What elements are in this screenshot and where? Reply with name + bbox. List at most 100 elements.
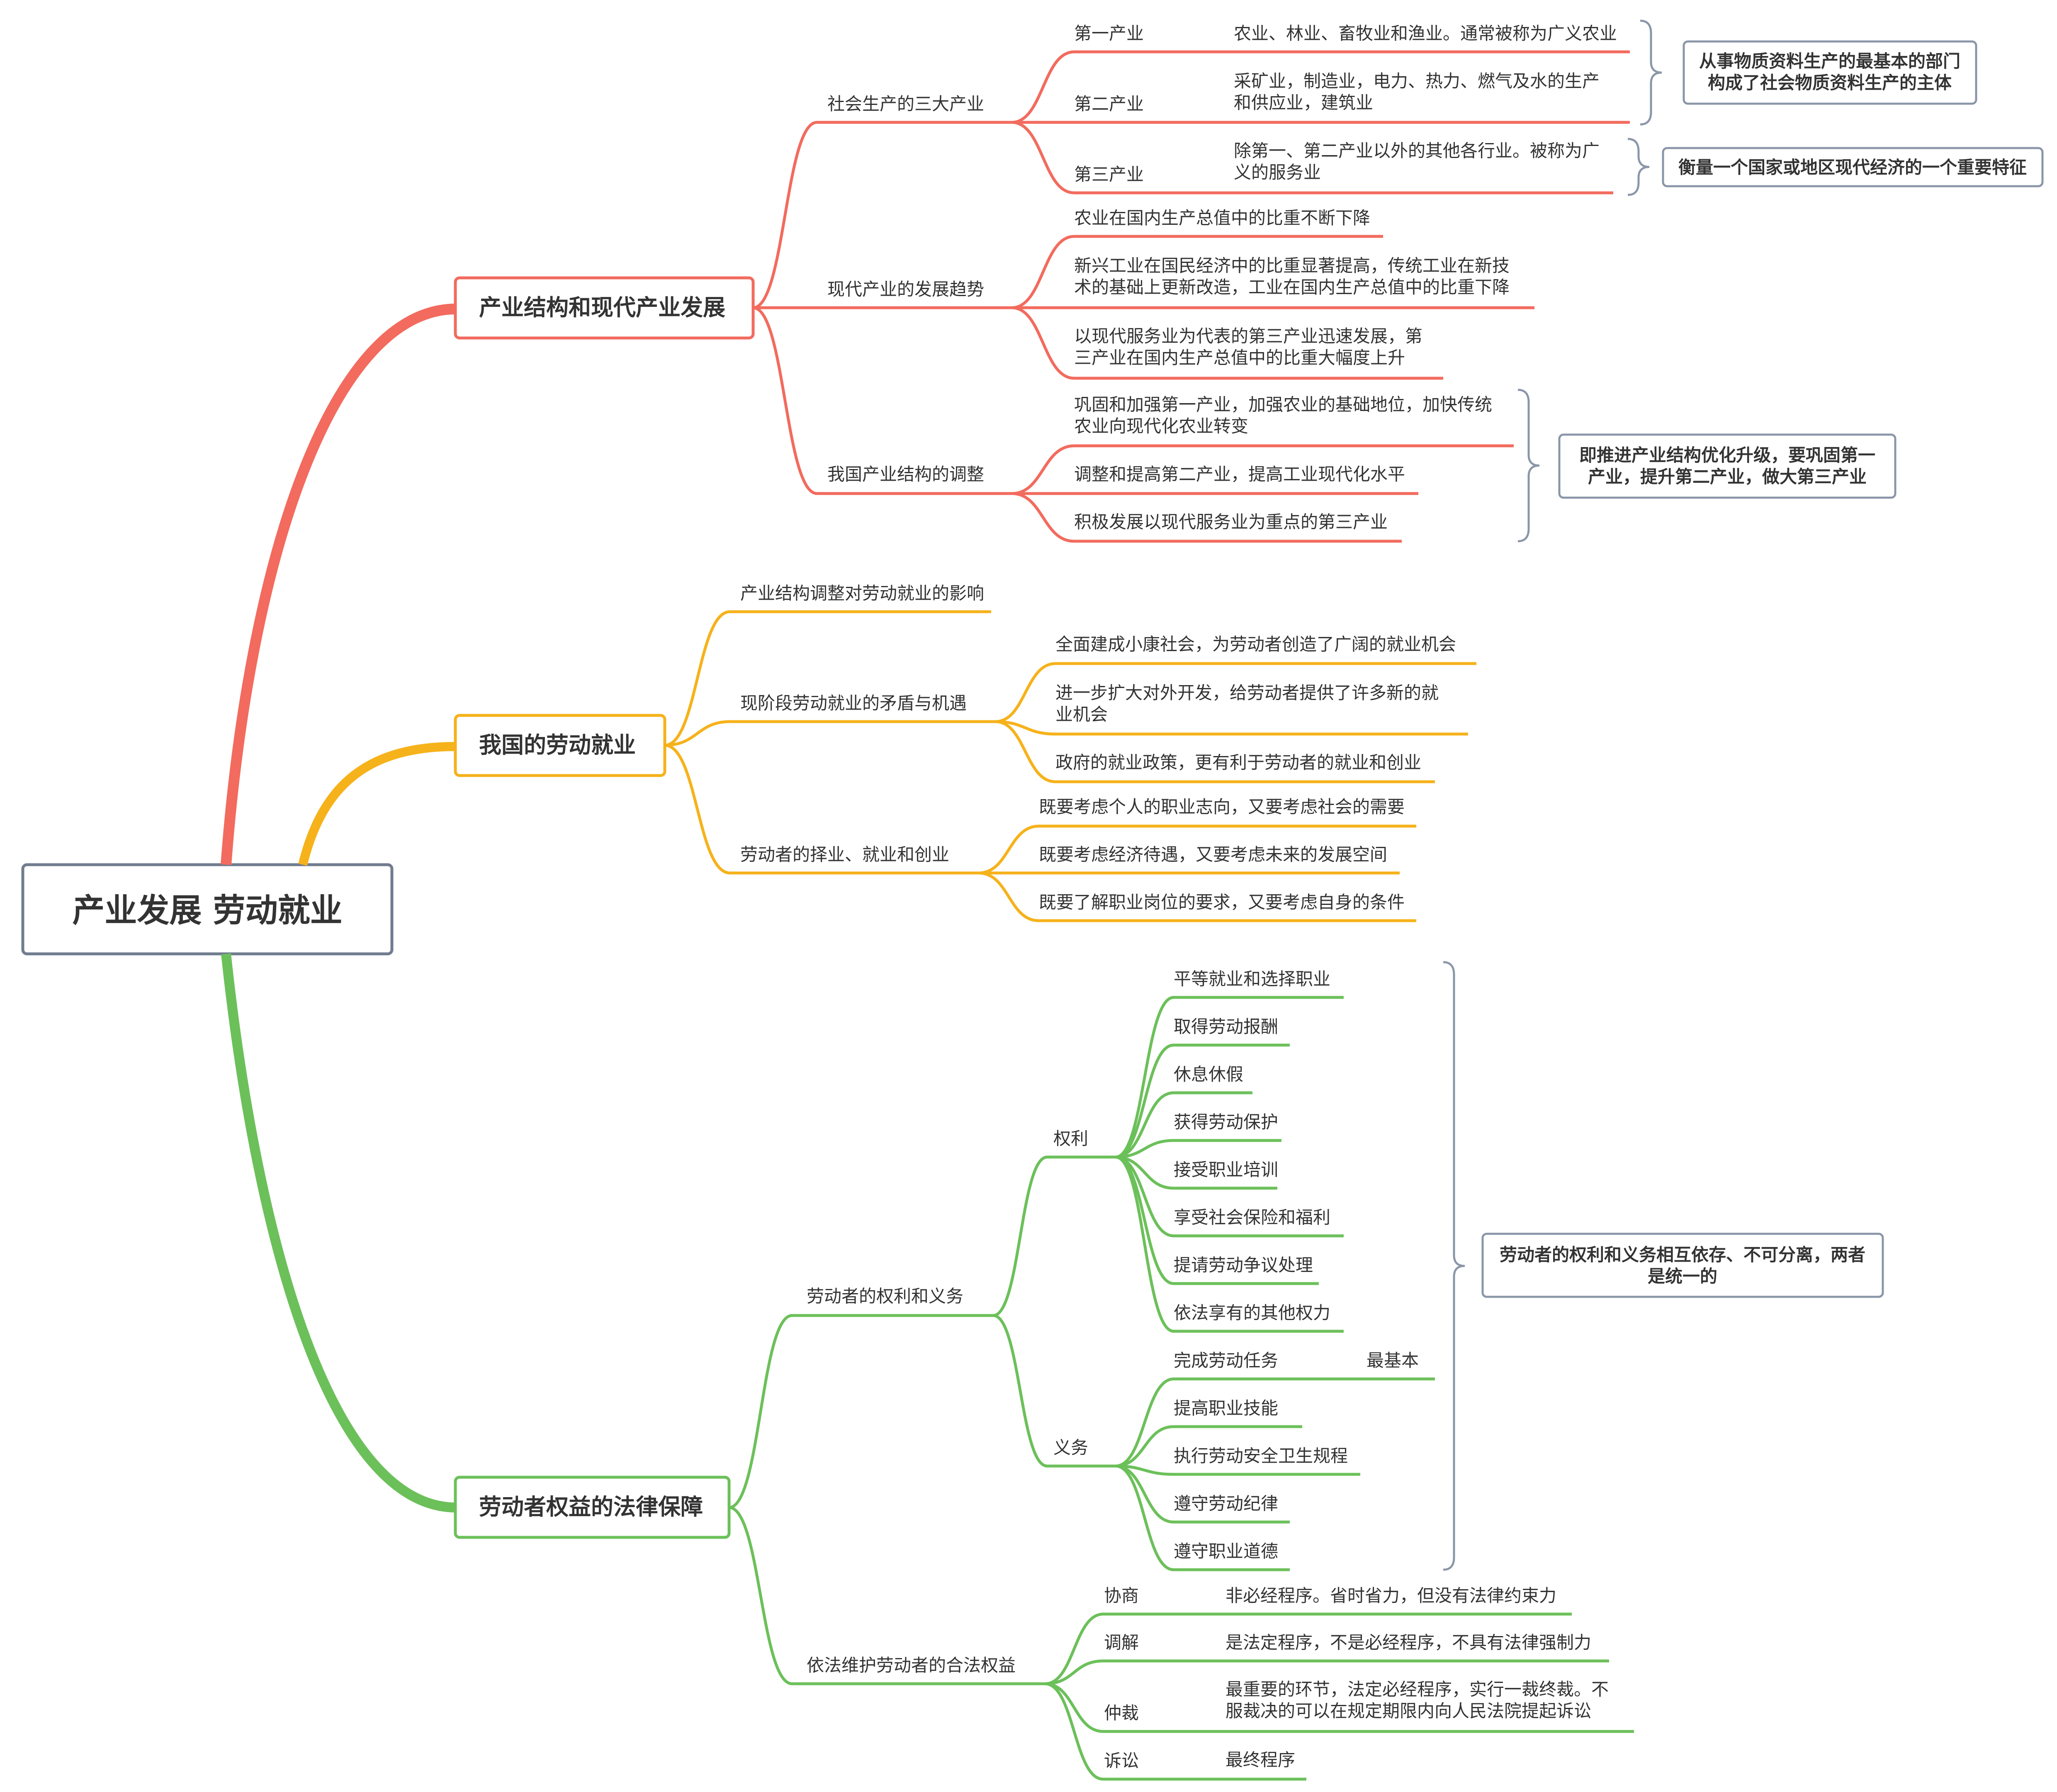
note-text: 从事物质资料生产的最基本的部门 bbox=[1699, 51, 1960, 71]
connector bbox=[995, 720, 1056, 736]
branch-title-1: 产业结构和现代产业发展 bbox=[479, 294, 725, 321]
connector bbox=[753, 306, 817, 495]
industry-desc: 采矿业，制造业，电力、热力、燃气及水的生产 bbox=[1234, 71, 1600, 91]
connector bbox=[1115, 1091, 1174, 1159]
connector bbox=[995, 662, 1056, 723]
connector bbox=[729, 1314, 793, 1509]
duty-item: 遵守劳动纪律 bbox=[1174, 1493, 1278, 1514]
sub-label: 现代产业的发展趋势 bbox=[827, 279, 984, 299]
procedure-desc: 非必经程序。省时省力，但没有法律约束力 bbox=[1225, 1585, 1556, 1606]
right-item: 获得劳动保护 bbox=[1174, 1112, 1278, 1132]
brace bbox=[1517, 389, 1540, 542]
connector bbox=[664, 720, 730, 747]
connector bbox=[1011, 235, 1075, 309]
trend-text: 新兴工业在国民经济中的比重显著提高，传统工业在新技 bbox=[1074, 255, 1510, 276]
note-text: 产业，提升第二产业，做大第三产业 bbox=[1588, 467, 1867, 487]
duty-item: 遵守职业道德 bbox=[1174, 1541, 1278, 1561]
connector bbox=[1115, 1425, 1174, 1468]
duty-tag: 最基本 bbox=[1366, 1350, 1419, 1371]
connector bbox=[1115, 1043, 1174, 1159]
connector bbox=[995, 720, 1056, 783]
adjust-text: 巩固和加强第一产业，加强农业的基础地位，加快传统 bbox=[1074, 394, 1492, 415]
connector bbox=[1045, 1659, 1104, 1685]
connector bbox=[1011, 492, 1075, 543]
industry-label: 第一产业 bbox=[1074, 23, 1144, 44]
connector bbox=[1045, 1682, 1104, 1781]
procedure-desc: 是法定程序，不是必经程序，不具有法律强制力 bbox=[1225, 1632, 1591, 1653]
adjust-text: 调整和提高第二产业，提高工业现代化水平 bbox=[1074, 464, 1405, 484]
choice-text: 既要考虑个人的职业志向，又要考虑社会的需要 bbox=[1039, 797, 1405, 817]
job-text: 业机会 bbox=[1055, 704, 1108, 725]
right-item: 接受职业培训 bbox=[1174, 1160, 1278, 1180]
note-text: 即推进产业结构优化升级，要巩固第一 bbox=[1579, 445, 1875, 465]
sub-label: 劳动者的择业、就业和创业 bbox=[740, 844, 949, 865]
industry-label: 第二产业 bbox=[1074, 94, 1144, 114]
industry-desc: 农业、林业、畜牧业和渔业。通常被称为广义农业 bbox=[1234, 23, 1617, 44]
brace bbox=[1627, 138, 1650, 196]
industry-desc: 义的服务业 bbox=[1234, 162, 1321, 182]
right-item: 平等就业和选择职业 bbox=[1174, 969, 1330, 989]
sub-label: 我国产业结构的调整 bbox=[827, 464, 984, 484]
connector bbox=[993, 1155, 1048, 1317]
procedure-desc: 最终程序 bbox=[1225, 1750, 1295, 1770]
connector bbox=[1011, 50, 1075, 124]
connector bbox=[978, 824, 1039, 875]
connector bbox=[1011, 444, 1075, 495]
root-title: 产业发展 劳动就业 bbox=[72, 892, 342, 929]
note-text: 衡量一个国家或地区现代经济的一个重要特征 bbox=[1678, 157, 2027, 177]
right-item: 休息休假 bbox=[1174, 1064, 1243, 1084]
right-item: 依法享有的其他权力 bbox=[1174, 1303, 1330, 1323]
trend-text: 以现代服务业为代表的第三产业迅速发展，第 bbox=[1074, 326, 1422, 346]
connector bbox=[978, 871, 1039, 922]
industry-desc: 和供应业，建筑业 bbox=[1234, 92, 1373, 113]
duty-item: 执行劳动安全卫生规程 bbox=[1174, 1446, 1348, 1466]
sub-label: 产业结构调整对劳动就业的影响 bbox=[740, 583, 984, 603]
connector bbox=[1115, 1464, 1174, 1571]
root-branch-line-2 bbox=[298, 742, 457, 866]
root-branch-line-3 bbox=[221, 953, 457, 1512]
job-text: 全面建成小康社会，为劳动者创造了广阔的就业机会 bbox=[1055, 634, 1456, 654]
industry-label: 第三产业 bbox=[1074, 164, 1144, 185]
procedure-desc: 最重要的环节，法定必经程序，实行一裁终裁。不 bbox=[1225, 1679, 1609, 1700]
connector bbox=[1115, 1155, 1174, 1333]
sub-label: 劳动者的权利和义务 bbox=[807, 1286, 963, 1306]
branch-title-2: 我国的劳动就业 bbox=[479, 732, 636, 758]
connector bbox=[753, 121, 817, 309]
connector bbox=[1115, 1464, 1174, 1524]
right-item: 取得劳动报酬 bbox=[1174, 1016, 1278, 1037]
root-branch-line-1 bbox=[221, 304, 457, 865]
procedure-label: 调解 bbox=[1104, 1632, 1139, 1653]
choice-text: 既要考虑经济待遇，又要考虑未来的发展空间 bbox=[1039, 844, 1387, 865]
note-text: 是统一的 bbox=[1648, 1266, 1717, 1286]
note-box-3 bbox=[1558, 433, 1897, 499]
connector bbox=[1045, 1682, 1104, 1733]
adjust-text: 积极发展以现代服务业为重点的第三产业 bbox=[1074, 512, 1388, 532]
procedure-desc: 服裁决的可以在规定期限内向人民法院提起诉讼 bbox=[1225, 1701, 1591, 1721]
procedure-label: 仲裁 bbox=[1104, 1703, 1139, 1723]
connector bbox=[1115, 1464, 1174, 1476]
connector bbox=[993, 1314, 1048, 1468]
right-item: 享受社会保险和福利 bbox=[1174, 1207, 1330, 1228]
connector bbox=[664, 744, 730, 875]
connector bbox=[1115, 996, 1174, 1159]
duties-label: 义务 bbox=[1053, 1437, 1088, 1458]
connector bbox=[1115, 1155, 1174, 1285]
connector bbox=[1045, 1612, 1104, 1685]
duty-item: 提高职业技能 bbox=[1174, 1398, 1278, 1418]
right-item: 提请劳动争议处理 bbox=[1174, 1255, 1313, 1275]
trend-text: 农业在国内生产总值中的比重不断下降 bbox=[1074, 208, 1370, 228]
brace bbox=[1640, 19, 1662, 126]
job-text: 进一步扩大对外开发，给劳动者提供了许多新的就 bbox=[1055, 683, 1439, 703]
connector bbox=[729, 1506, 793, 1685]
branch-title-3: 劳动者权益的法律保障 bbox=[479, 1494, 703, 1520]
note-box-2 bbox=[1662, 147, 2044, 187]
root-node bbox=[21, 863, 394, 956]
duty-item: 完成劳动任务 bbox=[1174, 1350, 1278, 1371]
adjust-text: 农业向现代化农业转变 bbox=[1074, 416, 1248, 436]
choice-text: 既要了解职业岗位的要求，又要考虑自身的条件 bbox=[1039, 892, 1405, 912]
trend-text: 术的基础上更新改造，工业在国内生产总值中的比重下降 bbox=[1074, 277, 1510, 297]
brace bbox=[1443, 961, 1465, 1571]
note-text: 劳动者的权利和义务相互依存、不可分离，两者 bbox=[1500, 1245, 1865, 1265]
sub-label: 社会生产的三大产业 bbox=[827, 94, 984, 114]
